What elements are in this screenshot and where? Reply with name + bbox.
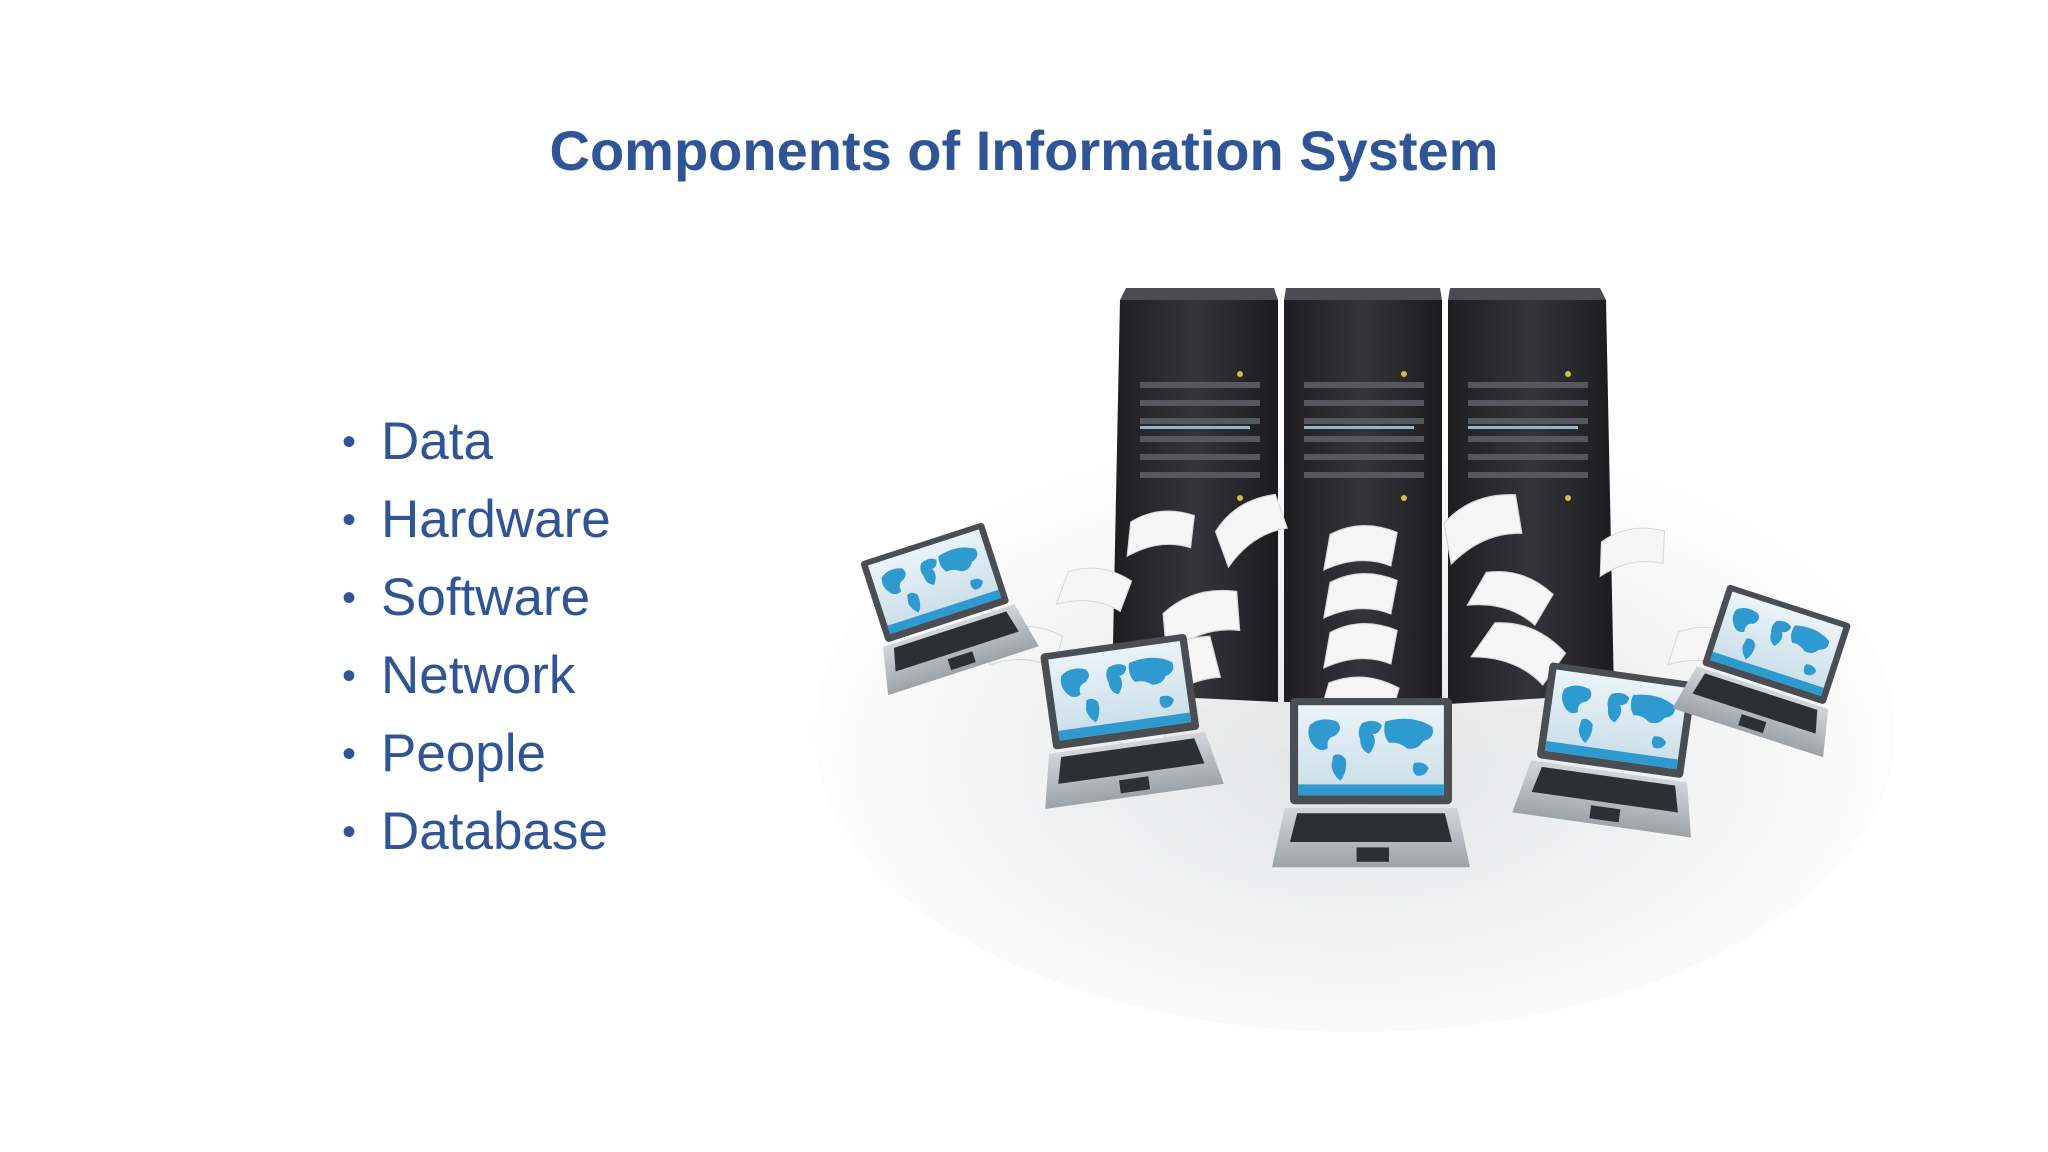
list-item-text: Software: [381, 568, 591, 627]
list-item: • Software: [336, 559, 611, 637]
list-item-text: Network: [381, 646, 576, 705]
component-list: • Data • Hardware • Software • Network • Peop…: [336, 403, 611, 871]
bullet-icon: •: [342, 420, 357, 464]
bullet-icon: •: [342, 576, 357, 620]
slide-title: Components of Information System: [549, 119, 1499, 182]
bullet-icon: •: [342, 810, 357, 854]
list-item-text: People: [381, 724, 547, 783]
bullet-icon: •: [342, 654, 357, 698]
list-item-text: Database: [381, 802, 608, 861]
list-item: • People: [336, 715, 611, 793]
bullet-icon: •: [342, 498, 357, 542]
list-item: • Data: [336, 403, 611, 481]
list-item: • Hardware: [336, 481, 611, 559]
server-laptops-illustration: [800, 262, 1910, 1032]
list-item-text: Data: [381, 412, 493, 471]
list-item: • Database: [336, 793, 611, 871]
bullet-icon: •: [342, 732, 357, 776]
list-item-text: Hardware: [381, 490, 611, 549]
list-item: • Network: [336, 637, 611, 715]
